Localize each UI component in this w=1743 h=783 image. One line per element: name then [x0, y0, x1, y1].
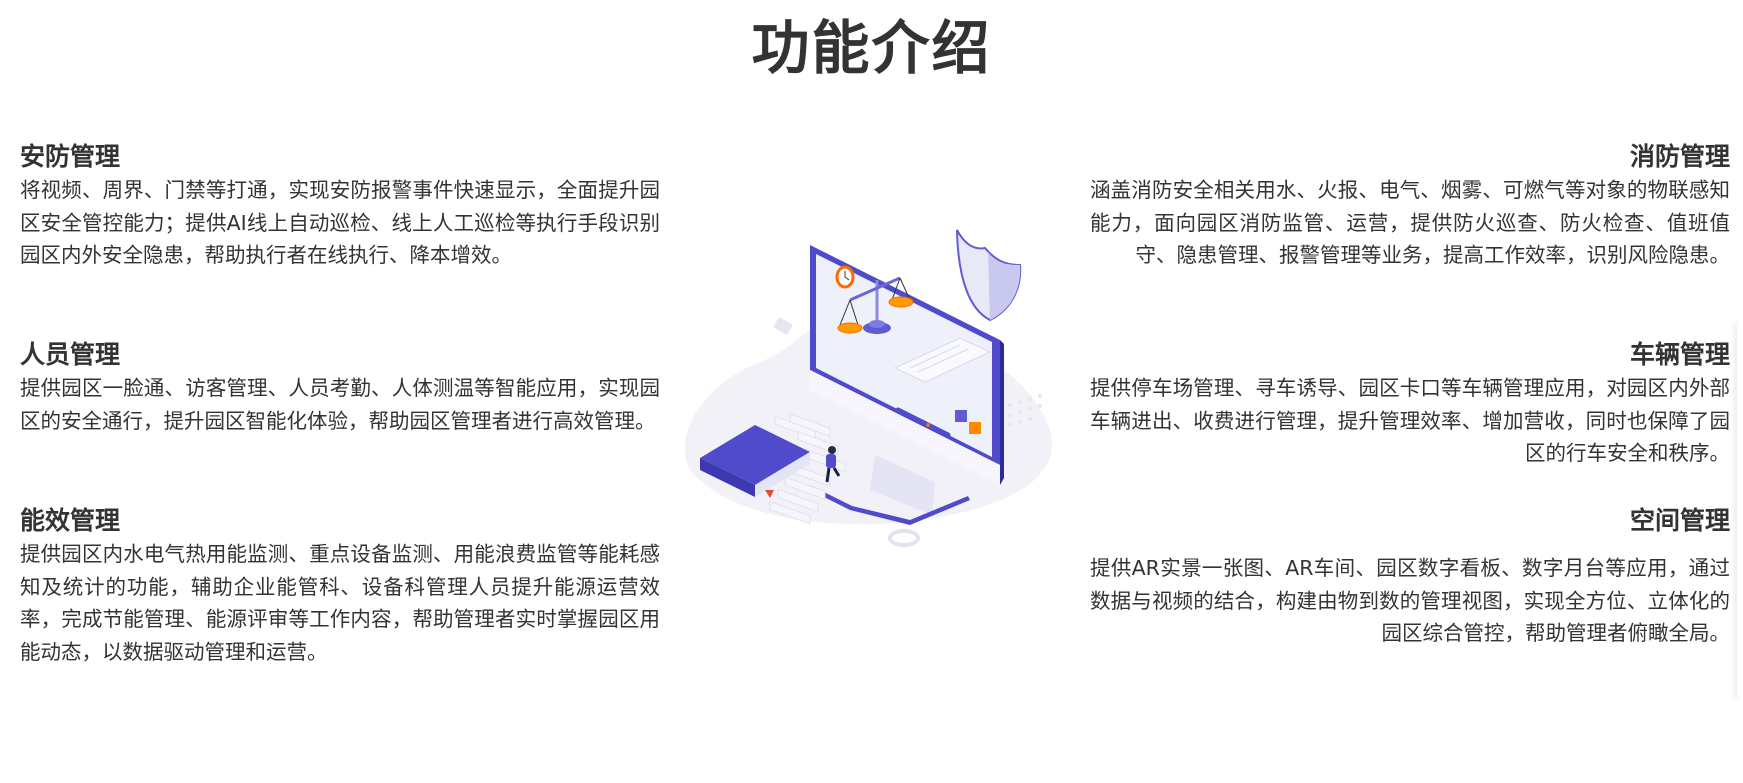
feature-security: 安防管理 将视频、周界、门禁等打通，实现安防报警事件快速显示，全面提升园区安全管… [20, 140, 660, 272]
person-icon [825, 446, 841, 483]
clock-icon [835, 265, 855, 289]
feature-title: 安防管理 [20, 142, 121, 171]
feature-description: 提供停车场管理、寻车诱导、园区卡口等车辆管理应用，对园区内外部车辆进出、收费进行… [1090, 376, 1730, 465]
pen-icon [895, 407, 951, 438]
feature-title: 消防管理 [1629, 142, 1730, 171]
feature-vehicle: 车辆管理 提供停车场管理、寻车诱导、园区卡口等车辆管理应用，对园区内外部车辆进出… [1090, 338, 1730, 470]
feature-description: 涵盖消防安全相关用水、火报、电气、烟雾、可燃气等对象的物联感知能力，面向园区消防… [1090, 178, 1730, 267]
feature-title: 人员管理 [20, 340, 121, 369]
feature-description: 提供AR实景一张图、AR车间、园区数字看板、数字月台等应用，通过数据与视频的结合… [1090, 556, 1730, 645]
feature-description: 将视频、周界、门禁等打通，实现安防报警事件快速显示，全面提升园区安全管控能力；提… [20, 178, 660, 267]
cubes-icon [955, 410, 981, 434]
page-title: 功能介绍 [751, 14, 992, 82]
feature-fire: 消防管理 涵盖消防安全相关用水、火报、电气、烟雾、可燃气等对象的物联感知能力，面… [1090, 140, 1730, 272]
document-icon [893, 337, 992, 383]
feature-personnel: 人员管理 提供园区一脸通、访客管理、人员考勤、人体测温等智能应用，实现园区的安全… [20, 338, 660, 437]
feature-illustration [670, 220, 1070, 560]
feature-title: 车辆管理 [1629, 340, 1730, 369]
scales-icon [837, 276, 914, 334]
feature-description: 提供园区一脸通、访客管理、人员考勤、人体测温等智能应用，实现园区的安全通行，提升… [20, 376, 660, 433]
feature-title: 空间管理 [1629, 506, 1730, 535]
feature-space: 空间管理 提供AR实景一张图、AR车间、园区数字看板、数字月台等应用，通过数据与… [1090, 504, 1730, 650]
shield-icon [956, 229, 1022, 322]
feature-description: 提供园区内水电气热用能监测、重点设备监测、用能浪费监管等能耗感知及统计的功能，辅… [20, 542, 660, 664]
monitor-icon [810, 245, 1004, 485]
monitor-stand-icon [810, 455, 970, 525]
feature-energy: 能效管理 提供园区内水电气热用能监测、重点设备监测、用能浪费监管等能耗感知及统计… [20, 504, 660, 668]
feature-title: 能效管理 [20, 506, 121, 535]
book-icon [700, 425, 810, 498]
side-floating-panel-edge[interactable] [1737, 322, 1743, 698]
